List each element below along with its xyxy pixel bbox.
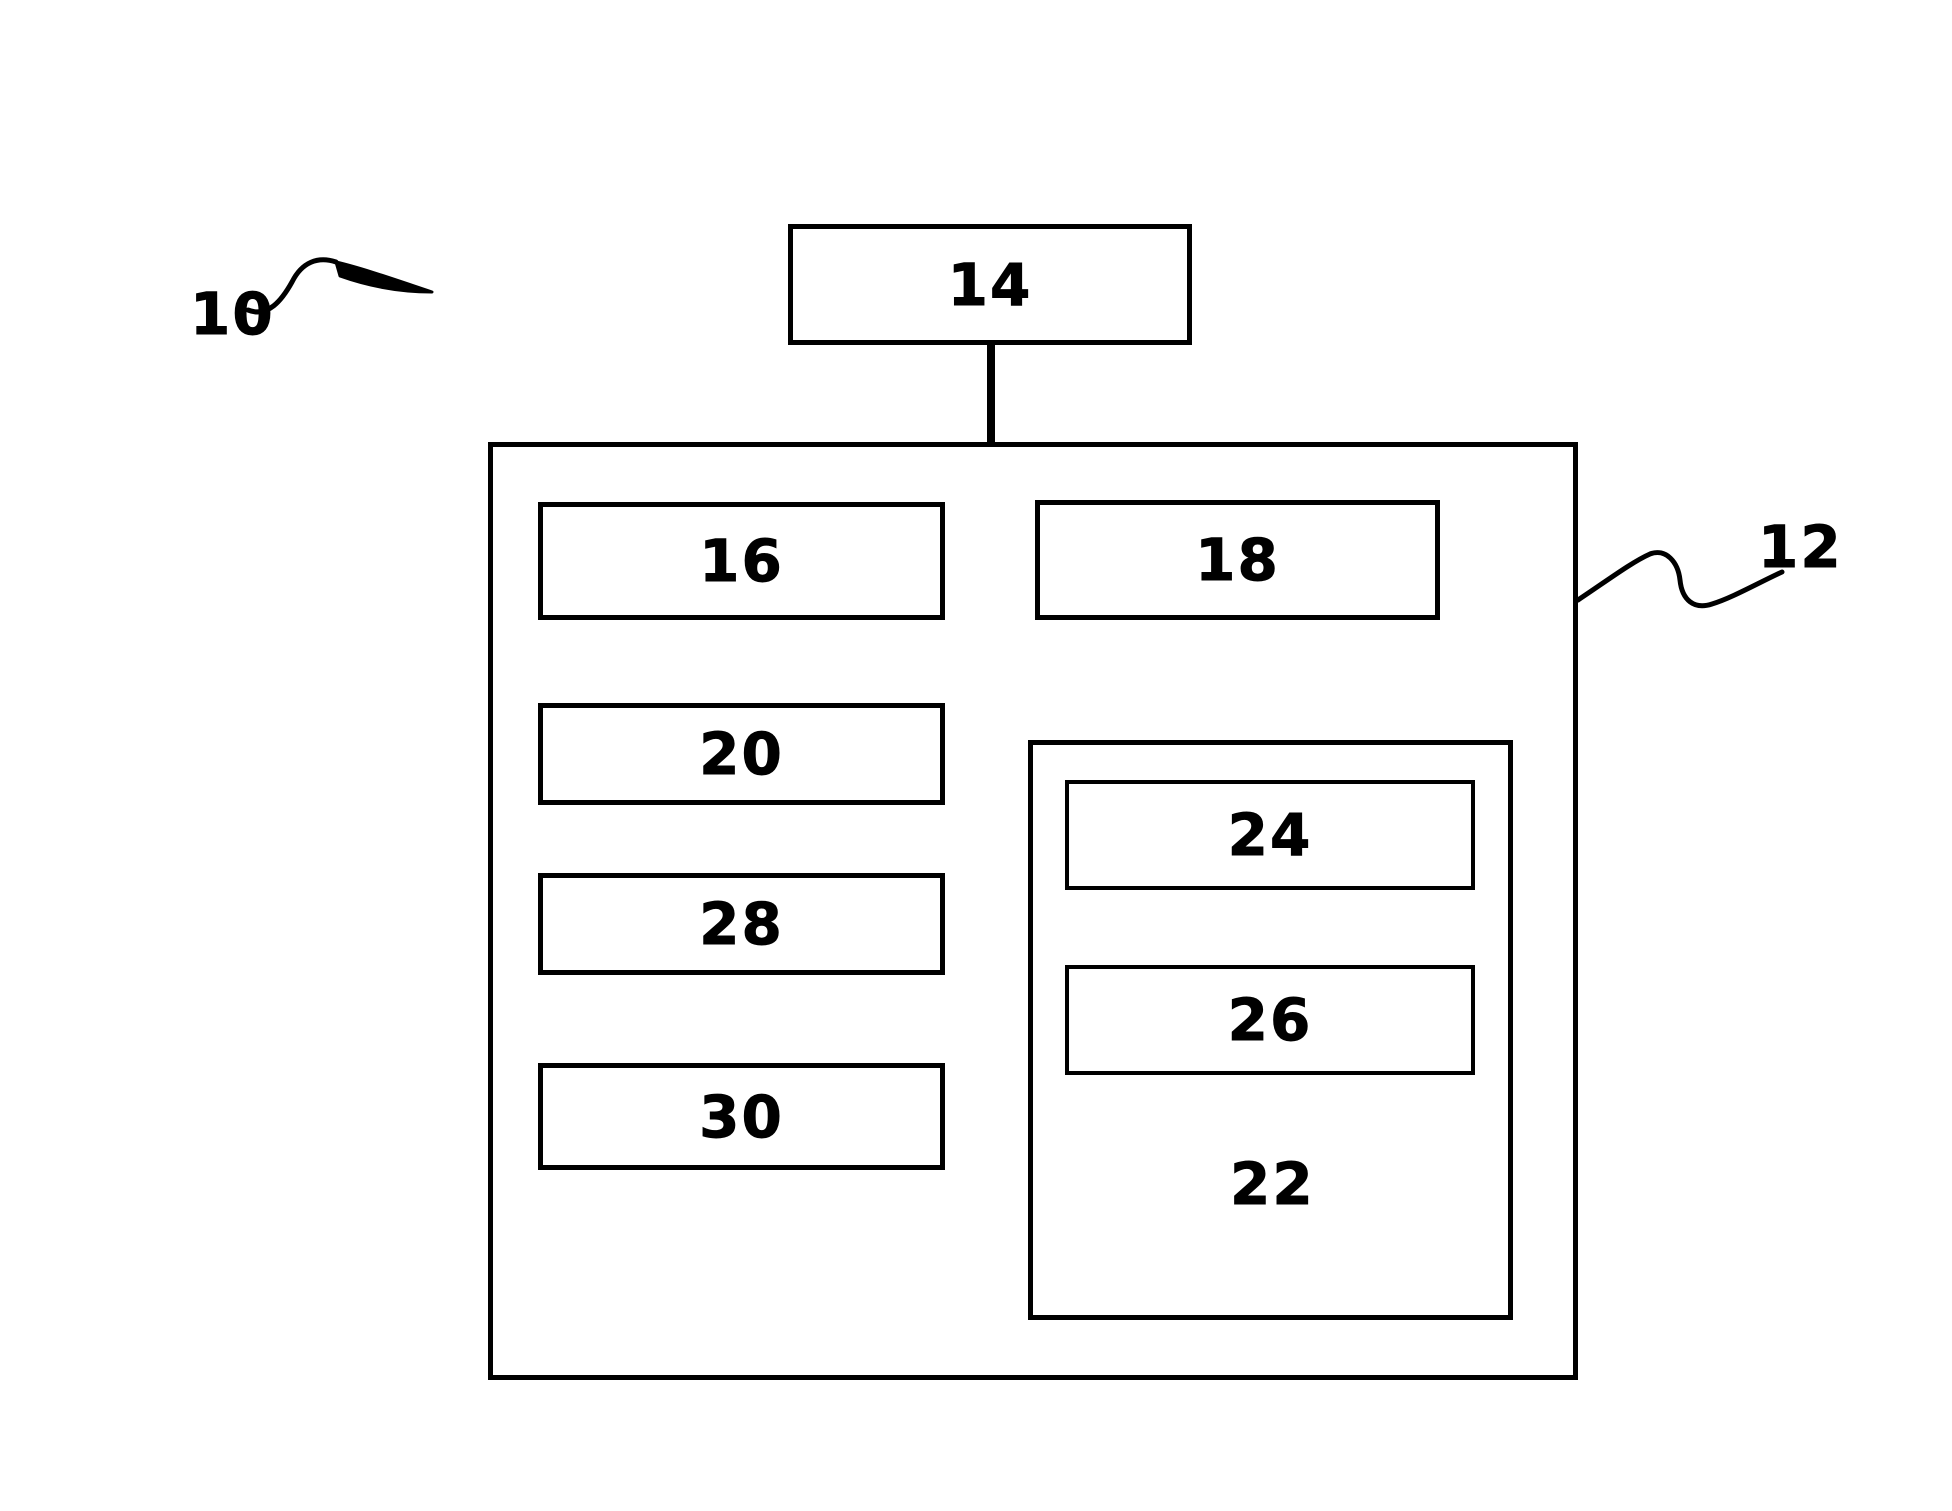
block-18-label: 18	[1195, 526, 1280, 594]
reference-numeral-12: 12	[1758, 513, 1843, 581]
connector-14-to-12	[987, 345, 995, 444]
block-24-label: 24	[1227, 801, 1313, 869]
block-24-module[interactable]: 24	[1065, 780, 1475, 890]
block-22-label: 22	[1230, 1150, 1315, 1218]
block-14-external-unit[interactable]: 14	[788, 224, 1192, 345]
block-30-module[interactable]: 30	[538, 1063, 945, 1170]
block-28-module[interactable]: 28	[538, 873, 945, 975]
reference-numeral-10: 10	[190, 280, 275, 348]
block-16-label: 16	[699, 527, 784, 595]
block-20-label: 20	[699, 720, 784, 788]
block-28-label: 28	[699, 890, 784, 958]
block-16-module[interactable]: 16	[538, 502, 945, 620]
block-26-label: 26	[1227, 986, 1313, 1054]
block-26-module[interactable]: 26	[1065, 965, 1475, 1075]
block-20-module[interactable]: 20	[538, 703, 945, 805]
block-18-module[interactable]: 18	[1035, 500, 1440, 620]
block-30-label: 30	[699, 1082, 784, 1151]
block-14-label: 14	[947, 250, 1033, 319]
